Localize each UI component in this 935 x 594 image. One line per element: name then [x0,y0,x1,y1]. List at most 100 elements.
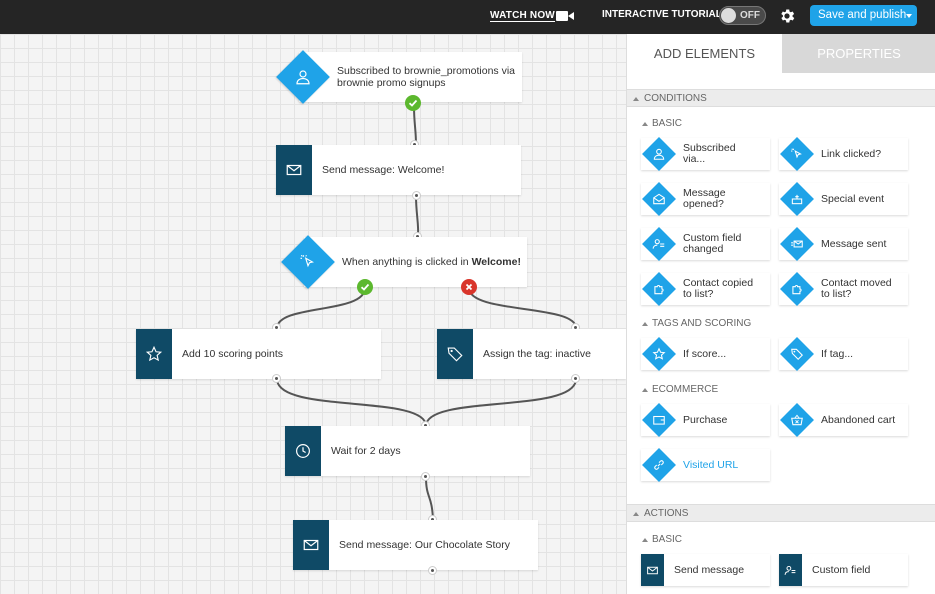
trigger-node-diamond[interactable] [276,50,330,104]
send-story-node[interactable]: Send message: Our Chocolate Story [293,520,538,570]
connector-send-condition [415,195,420,238]
element-label: If score... [683,347,727,360]
user-edit-icon [650,235,668,253]
user-icon [650,145,668,163]
interactive-tutorial-label: INTERACTIVE TUTORIAL [602,9,722,20]
connector-wait-send [425,476,434,521]
element-if-score[interactable]: If score... [641,337,770,371]
star-icon [650,345,668,363]
connector-condition-yes [276,287,366,329]
chevron-down-icon[interactable] [906,14,912,18]
toggle-state-label: OFF [740,10,760,21]
element-label: Message opened? [683,187,726,210]
element-abandoned-cart[interactable]: Abandoned cart [779,403,908,437]
connector-condition-no [468,287,577,329]
connector-dot[interactable] [571,374,580,383]
click-condition-diamond[interactable] [281,235,335,289]
element-label: Send message [674,563,745,576]
top-bar: WATCH NOW INTERACTIVE TUTORIAL OFF Save … [0,0,935,34]
ecommerce-header[interactable]: ECOMMERCE [642,384,719,395]
element-special-event[interactable]: Special event [779,182,908,216]
element-label: If tag... [821,347,854,360]
element-visited-url[interactable]: Visited URL [641,448,770,482]
element-label: Custom field [812,563,871,576]
condition-target: Welcome! [471,256,521,268]
collapse-icon [642,122,648,126]
tab-properties[interactable]: PROPERTIES [782,34,935,73]
save-and-publish-button[interactable]: Save and publish [810,5,917,26]
assign-tag-label: Assign the tag: inactive [483,348,591,360]
envelope-icon [293,520,329,570]
condition-prefix: When anything is clicked in [342,256,472,268]
trigger-node-label: Subscribed to brownie_promotions via bro… [337,65,516,89]
wallet-icon [650,411,668,429]
gear-icon[interactable] [778,7,796,25]
click-condition-node[interactable]: When anything is clicked in Welcome! [304,237,527,287]
element-label: Contact moved to list? [821,277,892,300]
actions-basic-header[interactable]: BASIC [642,534,683,545]
send-welcome-label: Send message: Welcome! [322,164,445,176]
element-label: Abandoned cart [821,413,896,426]
collapse-icon [633,97,639,101]
conditions-basic-header[interactable]: BASIC [642,118,682,129]
add-points-node[interactable]: Add 10 scoring points [136,329,381,379]
connector-dot[interactable] [421,472,430,481]
wait-node[interactable]: Wait for 2 days [285,426,530,476]
cursor-click-icon [298,252,318,272]
element-send-message[interactable]: Send message [641,554,770,586]
link-icon [650,456,668,474]
no-cross-icon [461,279,477,295]
envelope-open-icon [650,190,668,208]
element-link-clicked[interactable]: Link clicked? [779,137,908,171]
element-label: Message sent [821,237,887,250]
send-welcome-node[interactable]: Send message: Welcome! [276,145,521,195]
actions-section-header[interactable]: ACTIONS [627,504,935,522]
tutorial-toggle[interactable]: OFF [719,6,766,25]
element-contact-moved[interactable]: Contact moved to list? [779,272,908,306]
connector-dot[interactable] [428,566,437,575]
video-camera-icon[interactable] [556,11,574,21]
user-edit-icon [779,554,802,586]
tags-scoring-label: TAGS AND SCORING [652,318,752,329]
save-and-publish-label: Save and publish [818,9,907,21]
element-label: Subscribed via... [683,142,736,165]
add-points-label: Add 10 scoring points [182,348,283,360]
side-panel: ADD ELEMENTS PROPERTIES CONDITIONS BASIC… [626,34,935,594]
element-subscribed-via[interactable]: Subscribed via... [641,137,770,171]
user-icon [293,67,313,87]
toggle-knob [721,8,736,23]
conditions-section-header[interactable]: CONDITIONS [627,89,935,107]
ecommerce-label: ECOMMERCE [652,384,719,395]
trigger-node[interactable]: Subscribed to brownie_promotions via bro… [299,52,522,102]
send-story-label: Send message: Our Chocolate Story [339,539,511,551]
tag-icon [437,329,473,379]
workflow-canvas[interactable]: Subscribed to brownie_promotions via bro… [0,34,626,594]
element-custom-field[interactable]: Custom field [779,554,908,586]
connector-dot[interactable] [272,374,281,383]
element-message-sent[interactable]: Message sent [779,227,908,261]
cursor-click-icon [788,145,806,163]
connector-lines [276,105,577,521]
wait-label: Wait for 2 days [331,445,401,457]
tab-add-elements[interactable]: ADD ELEMENTS [627,34,782,73]
assign-tag-node[interactable]: Assign the tag: inactive [437,329,626,379]
element-if-tag[interactable]: If tag... [779,337,908,371]
envelope-sent-icon [788,235,806,253]
watch-now-link[interactable]: WATCH NOW [490,10,555,22]
element-custom-field-changed[interactable]: Custom field changed [641,227,770,261]
tags-scoring-header[interactable]: TAGS AND SCORING [642,318,752,329]
element-label: Link clicked? [821,147,882,160]
element-message-opened[interactable]: Message opened? [641,182,770,216]
element-contact-copied[interactable]: Contact copied to list? [641,272,770,306]
basic-label: BASIC [652,534,683,545]
collapse-icon [633,512,639,516]
puzzle-icon [650,280,668,298]
element-purchase[interactable]: Purchase [641,403,770,437]
actions-label: ACTIONS [644,508,689,519]
element-label: Custom field changed [683,232,742,255]
connector-dot[interactable] [412,191,421,200]
click-condition-label: When anything is clicked in Welcome! [304,256,521,268]
clock-icon [285,426,321,476]
collapse-icon [642,388,648,392]
cake-icon [788,190,806,208]
